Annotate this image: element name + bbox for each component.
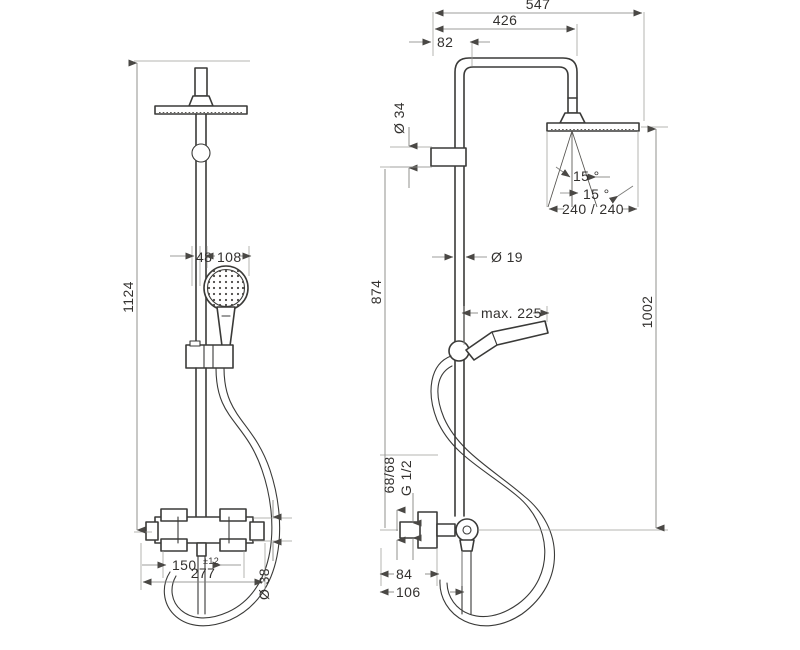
dim-front-offset-left: 48 [196,249,212,265]
side-showerhead-cone [559,112,586,124]
dim-side-angle-right-leader-b [608,185,634,204]
dim-side-thread-size: G 1/2 [398,460,414,496]
side-hose-inner [437,365,555,627]
front-valve-outlet [196,542,207,557]
dim-front-handshower-width: 108 [217,249,242,265]
dim-front-center-distance: 150 [172,557,197,573]
dim-side-angle-left-leader [555,166,571,178]
side-valve-body [455,518,479,542]
front-riser-top-stub [194,67,208,97]
side-view-geometry [399,57,640,627]
front-riser-ring [191,143,211,163]
side-connection-flange [417,511,438,549]
side-view-dimensions: 547 426 82 Ø 34 Ø 19 874 [368,0,668,600]
front-showerhead-neck [188,95,214,107]
front-view-dimensions: 1124 48 108 150 ±12 277 [120,59,292,600]
dim-front-valve-width: 277 [191,565,216,581]
front-valve-inlet-left [145,521,159,541]
dim-side-spray-spread: 240 / 240 [562,201,624,217]
dim-front-overall-height: 1124 [120,281,136,313]
dim-side-outlet-depth: 106 [396,584,421,600]
side-hose-outer [430,355,546,618]
front-handshower-handle [216,306,236,347]
side-valve-outlet [459,539,475,552]
front-hose-inner [163,367,281,627]
front-valve-inlet-right [249,521,265,541]
front-handshower-spray-pattern [207,269,245,307]
front-hose-outer [171,367,273,619]
side-spray-ray-left [547,130,573,208]
front-holder-tab [189,340,201,347]
side-showerhead-neck [567,97,578,114]
front-holder-block [185,344,234,369]
dim-side-connection-spacing: 68/68 [381,456,397,493]
front-valve-handle-right-bottom [219,538,247,552]
side-wall-bracket [430,147,467,167]
dim-side-arm-reach: 426 [493,12,518,28]
front-valve-handle-left-top [160,508,188,522]
dim-side-bracket-diameter: Ø 34 [391,102,407,134]
dim-side-overall-height: 1002 [639,296,655,329]
dim-side-riser-diameter: Ø 19 [491,249,523,265]
side-arm-inner [463,66,569,161]
dim-side-projection: max. 225 [481,305,542,321]
side-valve-hub [462,525,472,535]
front-view-geometry [145,67,281,627]
dim-side-outlet-offset: 84 [396,566,412,582]
dim-front-center-tolerance: ±12 [203,556,219,566]
dim-side-angle-right: 15 ° [583,186,610,202]
dim-side-wall-offset: 82 [437,34,453,50]
dim-front-valve-diameter: Ø 38 [256,568,272,600]
side-valve-neck [436,523,456,537]
side-spray-ray-right [571,130,598,208]
side-handshower-faceplate [544,320,549,334]
side-arm-outer [454,57,578,161]
side-wall-connector [399,521,421,539]
front-valve-handle-right-top [219,508,247,522]
side-handshower [465,320,549,361]
dim-side-overall-depth: 547 [526,0,551,12]
dim-side-riser-height: 874 [368,280,384,305]
side-handshower-joint [491,331,498,346]
front-valve-handle-left-bottom [160,538,188,552]
dim-side-angle-left: 15 ° [573,168,600,184]
